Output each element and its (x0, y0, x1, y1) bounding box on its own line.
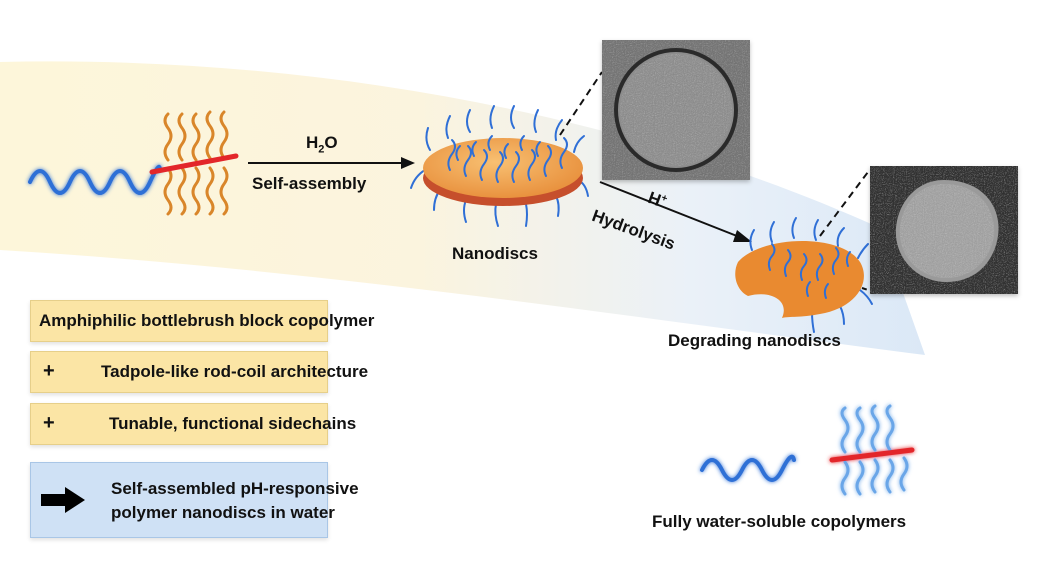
sidechains-hydrophobic (163, 110, 229, 216)
coil-block (28, 165, 162, 195)
process-band (0, 61, 925, 355)
outcome-line-2: polymer nanodiscs in water (111, 503, 335, 522)
feature-box-title: Amphiphilic bottlebrush block copolymer (30, 300, 374, 342)
feature-architecture-text: Tadpole-like rod-coil architecture (101, 362, 369, 381)
nanodisc (410, 105, 589, 227)
outcome-line-1: Self-assembled pH-responsive (111, 479, 359, 498)
reagent-water-sub: 2 (318, 143, 325, 156)
arrow-hydrolysis (599, 181, 752, 242)
feature-title-text: Amphiphilic bottlebrush block copolymer (39, 311, 375, 330)
self-assembly-label: Self-assembly (252, 174, 367, 193)
leader-line-2a (819, 171, 869, 237)
tem-image-nanodisc (602, 40, 750, 180)
outcome-box: Self-assembled pH-responsive polymer nan… (30, 462, 359, 538)
nanodiscs-label: Nanodiscs (452, 244, 538, 263)
tem-image-degrading (870, 166, 1018, 294)
reagent-water-h: H (306, 133, 319, 152)
reagent-water-label: H2O (306, 133, 338, 155)
water-soluble-label: Fully water-soluble copolymers (652, 512, 907, 531)
bottlebrush-copolymer (28, 110, 239, 216)
reagent-water-o: O (324, 133, 338, 152)
degrading-nanodisc (735, 217, 873, 333)
leader-line-1 (559, 71, 603, 136)
degrading-nanodiscs-label: Degrading nanodiscs (668, 331, 841, 350)
plus-icon: + (43, 412, 55, 435)
feature-box-architecture: + Tadpole-like rod-coil architecture (30, 351, 368, 393)
rod-backbone (149, 153, 239, 175)
water-soluble-copolymer (700, 404, 915, 496)
arrow-self-assembly (248, 157, 415, 169)
right-arrow-icon (41, 487, 85, 513)
feature-sidechains-text: Tunable, functional sidechains (109, 414, 357, 433)
feature-box-sidechains: + Tunable, functional sidechains (30, 403, 356, 445)
plus-icon: + (43, 360, 55, 383)
